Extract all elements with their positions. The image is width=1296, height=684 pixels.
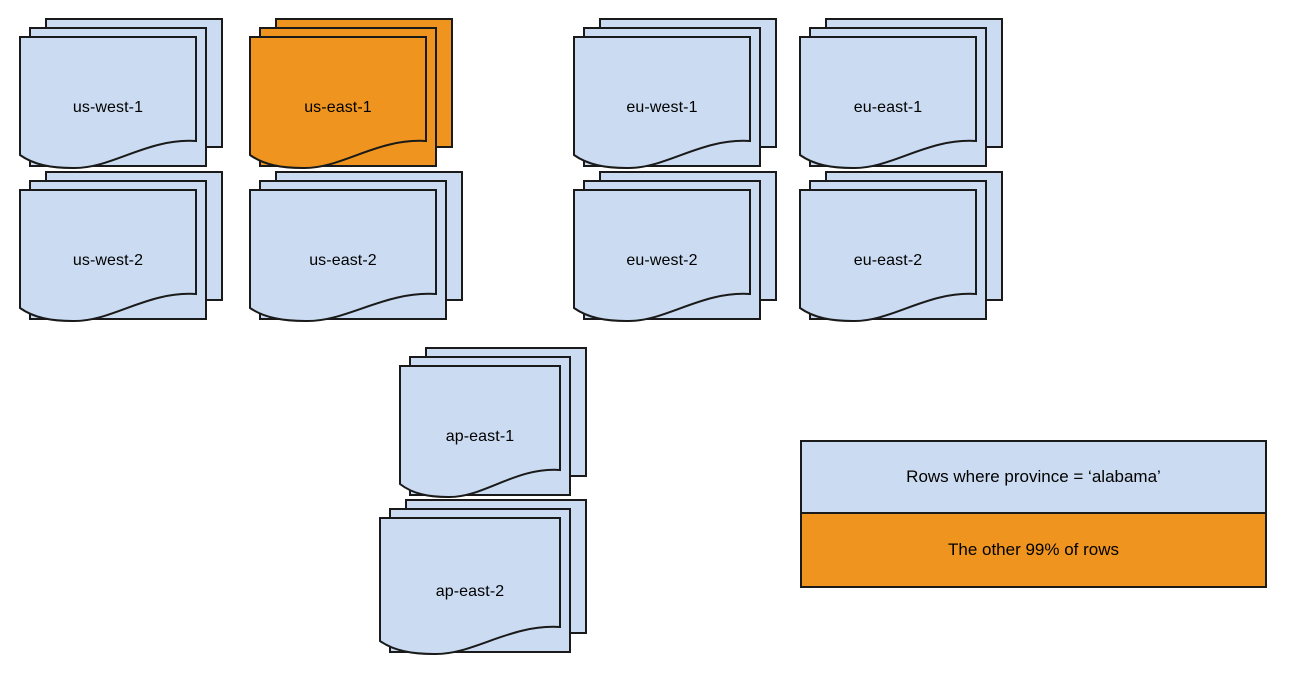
document-stack-eu-west-2[interactable]: eu-west-2: [573, 171, 777, 351]
document-card-front: [379, 517, 561, 656]
document-card-front: [399, 365, 561, 499]
document-stack-shape-eu-east-1: [799, 18, 1003, 170]
document-stack-us-east-2[interactable]: us-east-2: [249, 171, 463, 351]
document-card-front: [573, 189, 751, 323]
document-card-front: [799, 189, 977, 323]
document-card-front: [249, 36, 427, 170]
legend-row-blue: Rows where province = ‘alabama’: [802, 442, 1265, 514]
document-stack-shape-us-east-1: [249, 18, 453, 170]
document-stack-shape-us-east-2: [249, 171, 463, 323]
legend-row-orange: The other 99% of rows: [802, 514, 1265, 586]
document-stack-us-east-1[interactable]: us-east-1: [249, 18, 453, 198]
document-stack-us-west-2[interactable]: us-west-2: [19, 171, 223, 351]
document-stack-shape-eu-west-2: [573, 171, 777, 323]
document-stack-us-west-1[interactable]: us-west-1: [19, 18, 223, 198]
document-stack-shape-us-west-2: [19, 171, 223, 323]
document-stack-shape-eu-east-2: [799, 171, 1003, 323]
document-card-front: [19, 189, 197, 323]
document-stack-ap-east-1[interactable]: ap-east-1: [399, 347, 587, 527]
document-stack-shape-eu-west-1: [573, 18, 777, 170]
document-card-front: [19, 36, 197, 170]
document-card-front: [249, 189, 437, 323]
document-stack-shape-ap-east-2: [379, 499, 587, 656]
document-card-front: [573, 36, 751, 170]
document-stack-eu-west-1[interactable]: eu-west-1: [573, 18, 777, 198]
document-stack-shape-ap-east-1: [399, 347, 587, 499]
document-card-front: [799, 36, 977, 170]
legend-row-blue-label: Rows where province = ‘alabama’: [906, 467, 1161, 486]
legend: Rows where province = ‘alabama’ The othe…: [800, 440, 1267, 588]
document-stack-shape-us-west-1: [19, 18, 223, 170]
legend-row-orange-label: The other 99% of rows: [947, 540, 1120, 559]
document-stack-eu-east-2[interactable]: eu-east-2: [799, 171, 1003, 351]
document-stack-ap-east-2[interactable]: ap-east-2: [379, 499, 587, 684]
